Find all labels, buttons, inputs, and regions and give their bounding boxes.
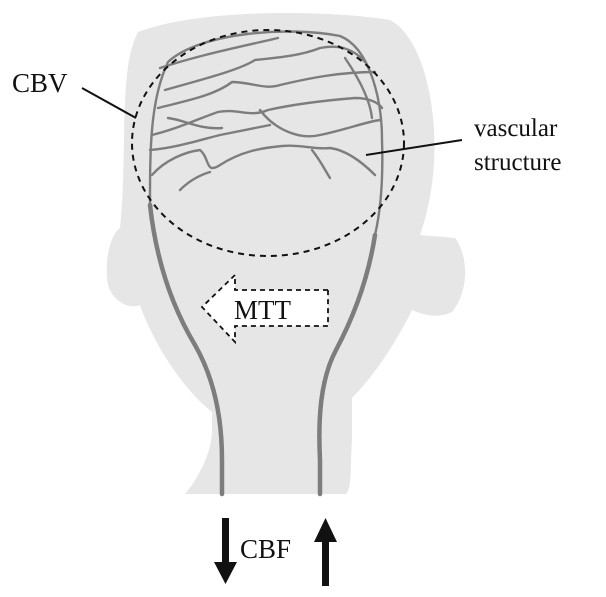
vessel-branch [178,170,212,192]
cbf-label: CBF [240,534,291,564]
mtt-arrow-outline [200,272,329,345]
head-silhouette [106,12,466,495]
vessel-branch [343,56,374,120]
vessel-branch [150,144,332,177]
cbv-label: CBV [12,68,68,98]
vessel-branch [258,108,382,138]
left-carotid-vessel [147,202,225,497]
cbv-region-circle [131,29,405,257]
vessel-branch [148,123,272,152]
vessel-branch [310,148,332,180]
right-carotid-vessel [317,232,378,497]
vessel-branch [156,70,377,110]
arrow-down-icon [214,562,237,584]
cbv-leader-line [81,87,137,119]
vessel-branch [148,30,384,237]
vessel-branch [158,36,280,70]
vascular-structure-label-line1: vascular [474,115,558,142]
mtt-label: MTT [234,295,292,325]
cbf-down-arrow [214,518,237,584]
arrow-up-icon [314,518,337,542]
vessel-branch [328,146,377,177]
brain-vasculature [148,30,384,237]
vessel-branch [166,116,224,130]
cbf-up-arrow-shaft [322,536,329,586]
vascular-structure-leader-line [365,139,463,156]
neck-vessels [147,202,378,497]
cbf-up-arrow [314,518,337,586]
vascular-structure-label-line2: structure [474,149,561,176]
vessel-branch [150,96,384,137]
cbf-down-arrow-shaft [222,518,229,568]
